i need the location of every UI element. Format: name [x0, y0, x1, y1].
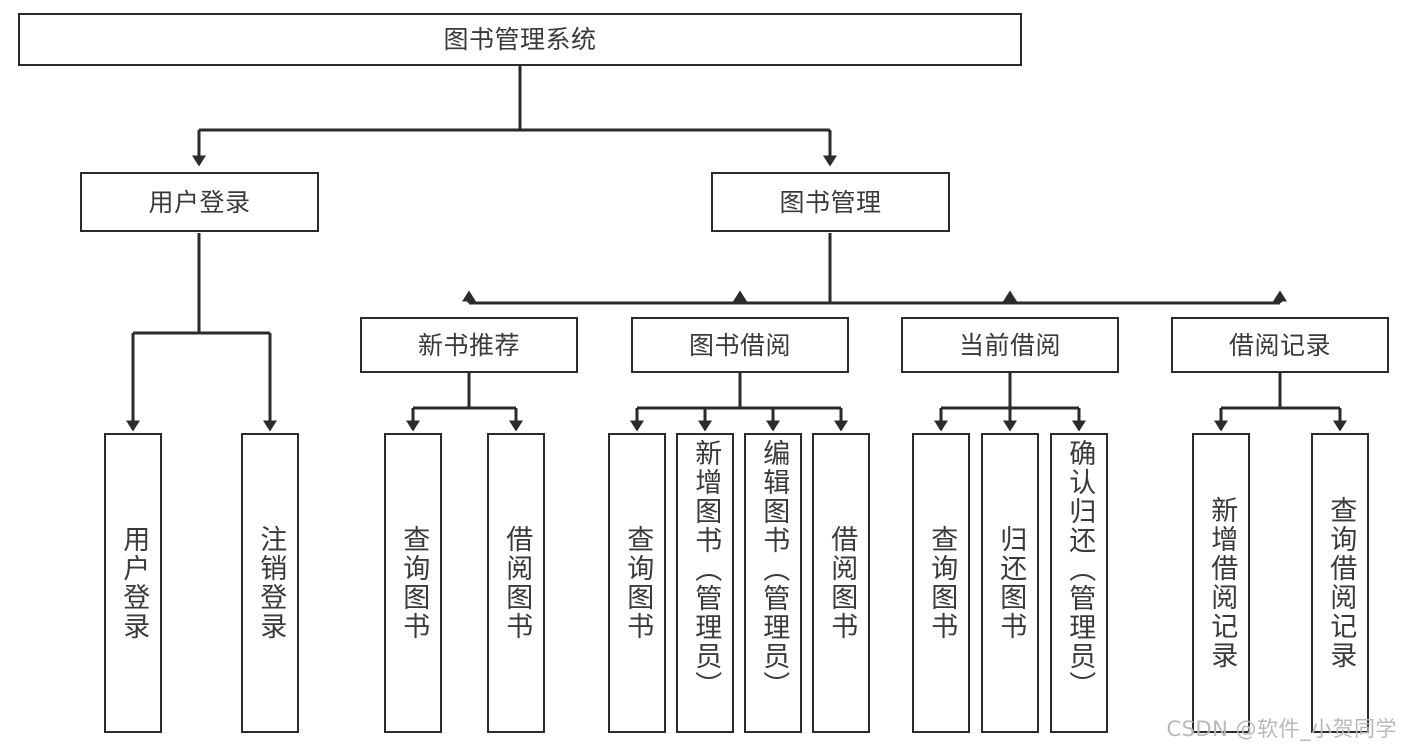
leaf-query-book-current-label: 查询图书: [926, 525, 958, 641]
leaf-return-book-label: 归还图书: [995, 525, 1027, 641]
leaf-user-login-label: 用户登录: [118, 525, 150, 641]
leaf-add-borrow-record[interactable]: 新增借阅记录: [1192, 433, 1250, 733]
node-new-book-recommend[interactable]: 新书推荐: [360, 317, 578, 373]
leaf-borrow-book-recommend[interactable]: 借阅图书: [487, 433, 545, 733]
leaf-borrow-book[interactable]: 借阅图书: [812, 433, 870, 733]
leaf-add-book-admin-label: 新增图书（管理员）: [690, 439, 722, 700]
leaf-query-book-current[interactable]: 查询图书: [912, 433, 970, 733]
leaf-logout[interactable]: 注销登录: [241, 433, 299, 733]
watermark-text: CSDN @软件_小贺同学: [1166, 717, 1397, 741]
node-user-login-label: 用户登录: [148, 187, 251, 217]
node-user-login[interactable]: 用户登录: [80, 172, 319, 232]
leaf-user-login[interactable]: 用户登录: [104, 433, 162, 733]
node-root[interactable]: 图书管理系统: [18, 13, 1022, 66]
leaf-add-borrow-record-label: 新增借阅记录: [1206, 496, 1238, 670]
leaf-edit-book-admin-label: 编辑图书（管理员）: [758, 439, 790, 700]
leaf-query-borrow-record[interactable]: 查询借阅记录: [1311, 433, 1369, 733]
leaf-return-book[interactable]: 归还图书: [981, 433, 1039, 733]
leaf-edit-book-admin[interactable]: 编辑图书（管理员）: [744, 433, 802, 733]
leaf-logout-label: 注销登录: [255, 525, 287, 641]
leaf-add-book-admin[interactable]: 新增图书（管理员）: [676, 433, 734, 733]
leaf-query-book-recommend-label: 查询图书: [398, 525, 430, 641]
node-book-borrow[interactable]: 图书借阅: [631, 317, 849, 373]
node-borrow-record-label: 借阅记录: [1228, 330, 1331, 360]
leaf-query-book-recommend[interactable]: 查询图书: [384, 433, 442, 733]
leaf-query-book-borrow[interactable]: 查询图书: [608, 433, 666, 733]
node-current-borrow[interactable]: 当前借阅: [901, 317, 1119, 373]
node-root-label: 图书管理系统: [443, 25, 597, 54]
node-book-management[interactable]: 图书管理: [711, 172, 950, 232]
node-current-borrow-label: 当前借阅: [958, 330, 1061, 360]
node-book-management-label: 图书管理: [779, 187, 882, 217]
leaf-borrow-book-label: 借阅图书: [826, 525, 858, 641]
node-borrow-record[interactable]: 借阅记录: [1171, 317, 1389, 373]
leaf-confirm-return-admin-label: 确认归还（管理员）: [1064, 439, 1096, 700]
node-new-book-recommend-label: 新书推荐: [417, 330, 520, 360]
leaf-borrow-book-recommend-label: 借阅图书: [501, 525, 533, 641]
leaf-query-book-borrow-label: 查询图书: [622, 525, 654, 641]
node-book-borrow-label: 图书借阅: [688, 330, 791, 360]
leaf-confirm-return-admin[interactable]: 确认归还（管理员）: [1050, 433, 1108, 733]
leaf-query-borrow-record-label: 查询借阅记录: [1325, 496, 1357, 670]
